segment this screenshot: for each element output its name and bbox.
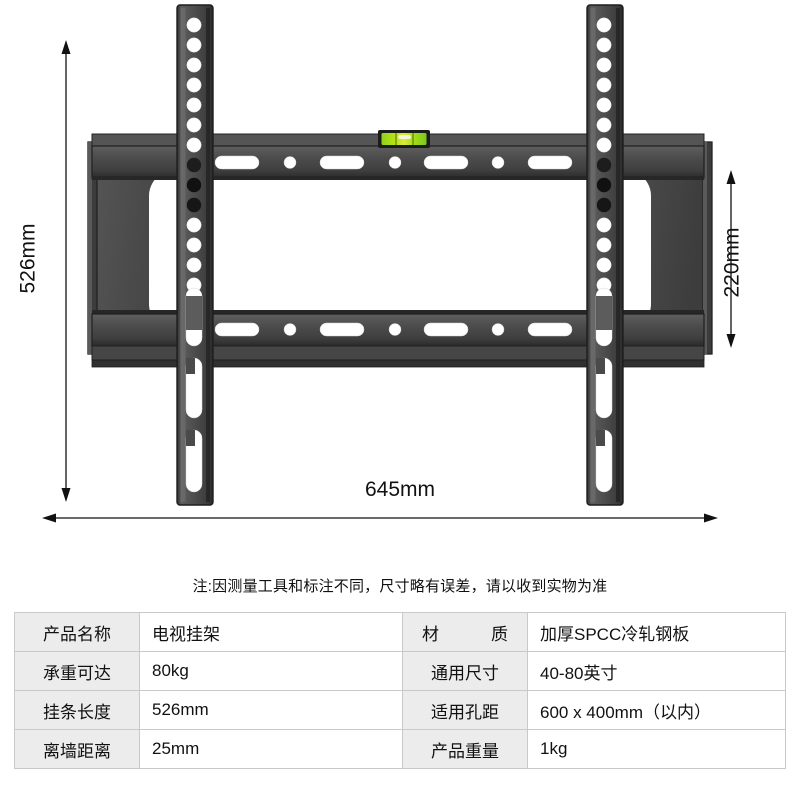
spec-label-load-capacity: 承重可达 bbox=[14, 651, 140, 691]
spec-value-screen-size: 40-80英寸 bbox=[527, 651, 786, 691]
table-row: 承重可达 80kg 通用尺寸 40-80英寸 bbox=[14, 651, 786, 691]
spec-label-vesa-pattern: 适用孔距 bbox=[402, 690, 528, 730]
left-rail-slot-column bbox=[185, 287, 203, 493]
spec-label-product-name: 产品名称 bbox=[14, 612, 140, 652]
left-rail-hole-column bbox=[186, 17, 202, 293]
table-row: 离墙距离 25mm 产品重量 1kg bbox=[14, 729, 786, 769]
dimension-label-height: 526mm bbox=[16, 223, 40, 294]
product-spec-table: 产品名称 电视挂架 材 质 加厚SPCC冷轧钢板 承重可达 80kg 通用尺寸 … bbox=[14, 612, 786, 769]
spec-value-load-capacity: 80kg bbox=[139, 651, 403, 691]
dimension-label-width: 645mm bbox=[364, 478, 436, 501]
bottom-rail-mounting-holes bbox=[214, 322, 573, 337]
dimension-label-depth: 220mm bbox=[720, 227, 744, 298]
dimension-line-depth bbox=[726, 170, 736, 348]
dimension-lines bbox=[42, 40, 736, 523]
spec-value-wall-distance: 25mm bbox=[139, 729, 403, 769]
measurement-disclaimer-note: 注:因测量工具和标注不同，尺寸略有误差，请以收到实物为准 bbox=[192, 578, 608, 595]
spec-label-material-text: 材 质 bbox=[422, 624, 508, 644]
spec-label-material: 材 质 bbox=[402, 612, 528, 652]
spec-value-product-weight: 1kg bbox=[527, 729, 786, 769]
spirit-level-indicator bbox=[378, 130, 430, 148]
spec-table-body: 产品名称 电视挂架 材 质 加厚SPCC冷轧钢板 承重可达 80kg 通用尺寸 … bbox=[14, 612, 786, 769]
spec-value-rail-length: 526mm bbox=[139, 690, 403, 730]
table-row: 挂条长度 526mm 适用孔距 600 x 400mm（以内） bbox=[14, 690, 786, 730]
bracket-diagram: 526mm 220mm 645mm bbox=[16, 4, 744, 523]
bracket-illustration bbox=[42, 4, 736, 523]
spec-label-screen-size: 通用尺寸 bbox=[402, 651, 528, 691]
spec-value-vesa-pattern: 600 x 400mm（以内） bbox=[527, 690, 786, 730]
spec-label-product-weight: 产品重量 bbox=[402, 729, 528, 769]
dimension-line-width bbox=[42, 513, 718, 523]
spec-label-rail-length: 挂条长度 bbox=[14, 690, 140, 730]
spec-value-material: 加厚SPCC冷轧钢板 bbox=[527, 612, 786, 652]
dimension-line-height bbox=[61, 40, 71, 502]
table-row: 产品名称 电视挂架 材 质 加厚SPCC冷轧钢板 bbox=[14, 612, 786, 652]
right-rail-slot-column bbox=[595, 287, 613, 493]
tv-mounting-rail-right bbox=[586, 4, 624, 506]
tv-mounting-rail-left bbox=[176, 4, 214, 506]
spec-label-wall-distance: 离墙距离 bbox=[14, 729, 140, 769]
top-rail-mounting-holes bbox=[214, 155, 573, 170]
spec-value-product-name: 电视挂架 bbox=[139, 612, 403, 652]
right-rail-hole-column bbox=[596, 17, 612, 293]
